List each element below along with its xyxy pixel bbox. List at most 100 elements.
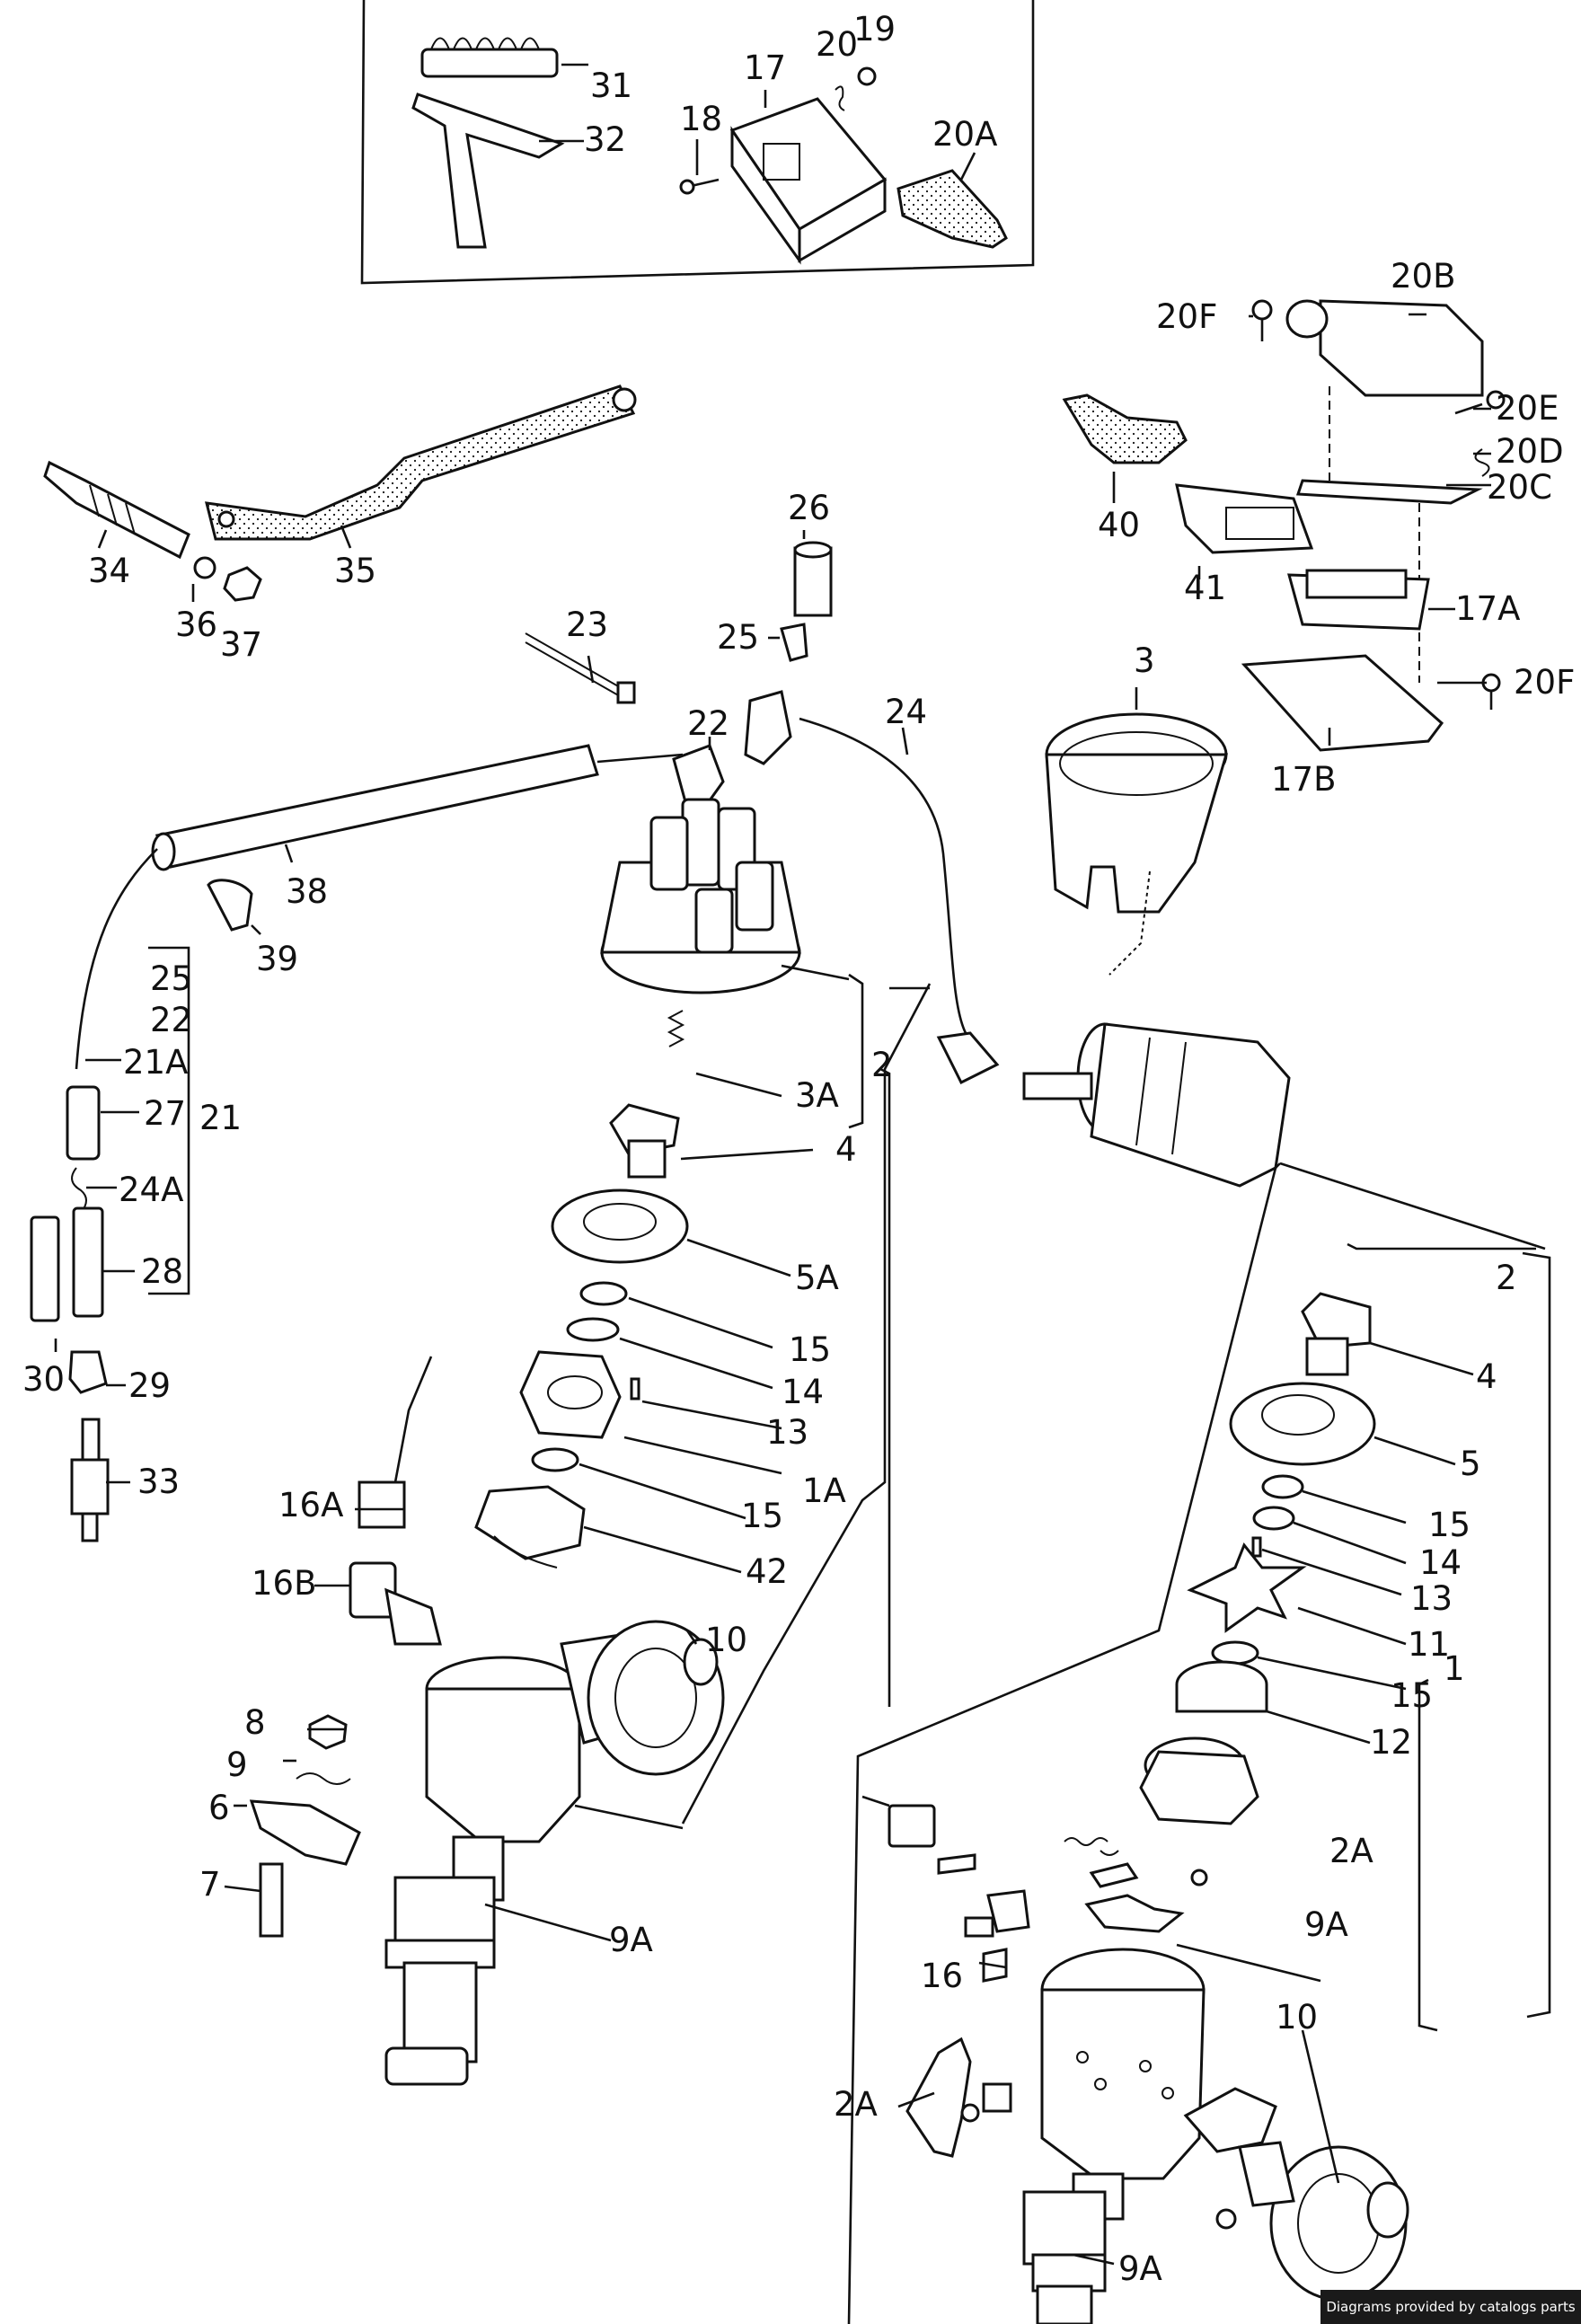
connector-16B <box>349 1561 442 1646</box>
label-1: 1 <box>1444 1649 1465 1688</box>
ring-15-left-b <box>531 1447 579 1472</box>
connector-16A <box>358 1356 433 1529</box>
label-20: 20 <box>816 25 858 64</box>
label-15-right-b: 15 <box>1391 1676 1433 1715</box>
leader-lines-middle <box>587 530 909 756</box>
boot-20A <box>896 169 1008 249</box>
rotor-4-left <box>609 1103 680 1179</box>
trigger-wheel-left <box>519 1350 622 1439</box>
label-42: 42 <box>746 1552 788 1591</box>
label-41: 41 <box>1184 569 1226 607</box>
distributor-body-left <box>384 1656 581 2086</box>
label-9A-right: 9A <box>1118 2249 1162 2288</box>
washer-9 <box>296 1772 351 1785</box>
clip-25 <box>780 623 808 662</box>
label-9A-left: 9A <box>609 1921 653 1959</box>
credit-badge: Diagrams provided by catalogs parts <box>1320 2290 1581 2324</box>
label-7: 7 <box>199 1865 221 1904</box>
label-6: 6 <box>208 1789 230 1827</box>
connector-41 <box>1175 483 1314 554</box>
label-20F-upper: 20F <box>1156 297 1217 336</box>
control-unit-17 <box>729 97 888 265</box>
label-24: 24 <box>885 693 927 731</box>
spark-plug-boot-27 <box>66 1085 101 1161</box>
label-11: 11 <box>1408 1625 1450 1664</box>
label-17A: 17A <box>1455 589 1520 628</box>
label-12: 12 <box>1370 1723 1412 1762</box>
label-20A: 20A <box>932 115 997 154</box>
label-4-left: 4 <box>835 1130 857 1169</box>
label-18: 18 <box>680 100 722 138</box>
hall-sender-42 <box>474 1485 586 1568</box>
cap-29 <box>68 1350 108 1394</box>
label-33: 33 <box>137 1462 180 1501</box>
distributor-body-right <box>1022 1948 1206 2324</box>
label-26: 26 <box>788 489 830 527</box>
wire-loom-38 <box>75 744 684 1070</box>
wire-holder-31 <box>420 37 559 78</box>
label-39: 39 <box>256 940 298 978</box>
label-34: 34 <box>88 552 130 590</box>
label-13-left: 13 <box>766 1413 808 1452</box>
bracket-32 <box>411 93 565 249</box>
label-5: 5 <box>1460 1445 1481 1483</box>
connector-16 <box>861 1795 1030 1983</box>
label-35: 35 <box>334 552 376 590</box>
label-15-right-a: 15 <box>1428 1506 1471 1544</box>
label-29: 29 <box>128 1366 171 1405</box>
label-group-22: 22 <box>150 1001 192 1039</box>
label-3A: 3A <box>795 1076 839 1115</box>
leader-lines-top-right <box>1112 313 1491 746</box>
part-labels: 31 32 17 20 19 18 20A 20B 20F 20E 20D 20… <box>22 10 1575 2288</box>
label-16: 16 <box>921 1957 963 1995</box>
connector-28 <box>72 1206 104 1318</box>
screw-18 <box>679 178 720 195</box>
pin-13-left <box>630 1377 640 1401</box>
ring-15-right-a <box>1261 1474 1304 1499</box>
label-21: 21 <box>199 1099 242 1137</box>
label-15-left-b: 15 <box>741 1497 783 1535</box>
bracket-21 <box>148 946 190 1295</box>
label-36: 36 <box>175 605 217 644</box>
label-14-left: 14 <box>782 1373 824 1411</box>
label-32: 32 <box>584 120 626 159</box>
spring-3A <box>667 1010 685 1047</box>
hall-sender-12 <box>1139 1660 1268 1825</box>
connector-30 <box>30 1215 60 1322</box>
spark-plug-33 <box>70 1418 110 1542</box>
cable-tie-23 <box>525 632 636 704</box>
label-27: 27 <box>144 1094 186 1133</box>
vacuum-unit-10-left <box>560 1620 725 1776</box>
label-20C: 20C <box>1487 468 1552 507</box>
credit-text: Diagrams provided by catalogs parts <box>1326 2299 1576 2315</box>
label-31: 31 <box>590 66 632 105</box>
nut-19 <box>857 66 877 86</box>
washer-36 <box>193 556 216 579</box>
leader-lines-left <box>54 844 294 1484</box>
label-13-right: 13 <box>1410 1579 1453 1618</box>
control-unit-assembly-20B <box>1241 299 1506 752</box>
label-9: 9 <box>226 1745 248 1784</box>
label-38: 38 <box>286 872 328 911</box>
label-5A: 5A <box>795 1259 839 1297</box>
washer-14-right <box>1252 1506 1295 1531</box>
dust-shield-3 <box>1045 712 1228 976</box>
label-4-right: 4 <box>1476 1357 1497 1396</box>
label-37: 37 <box>220 625 262 664</box>
clip-39 <box>207 879 253 932</box>
leader-lines-left-top <box>97 525 352 602</box>
connector-26 <box>793 541 833 617</box>
label-2A-lower: 2A <box>834 2085 878 2124</box>
bracket-2A-lower <box>905 2037 1012 2158</box>
shield-5 <box>1229 1382 1376 1466</box>
rotor-4-right <box>1301 1292 1372 1376</box>
trigger-wheel-11 <box>1187 1542 1307 1633</box>
label-20B: 20B <box>1391 257 1455 296</box>
ring-15-left-a <box>579 1281 628 1306</box>
clamp-6 <box>249 1799 361 1866</box>
label-2-left: 2 <box>871 1046 893 1084</box>
label-17B: 17B <box>1271 760 1336 799</box>
strap-35 <box>205 384 637 541</box>
label-25: 25 <box>717 618 759 657</box>
label-24A: 24A <box>119 1171 183 1209</box>
